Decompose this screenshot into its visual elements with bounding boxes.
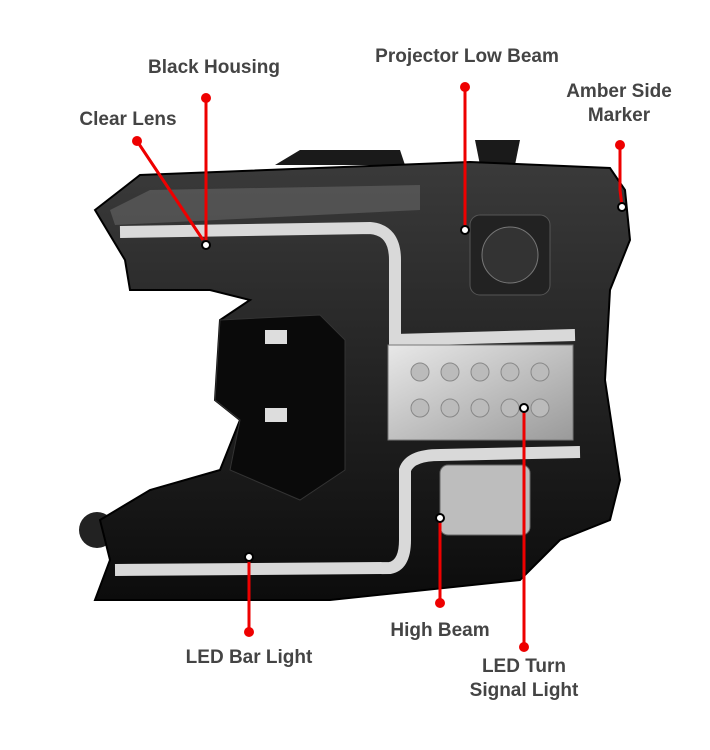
label-projector-low-beam: Projector Low Beam bbox=[375, 46, 559, 67]
led-turn-signal bbox=[387, 344, 574, 441]
label-amber-side-marker: Amber Side Marker bbox=[566, 80, 672, 128]
label-line: Signal Light bbox=[469, 680, 579, 701]
mount-tab bbox=[275, 150, 405, 165]
label-line: LED Turn bbox=[481, 656, 567, 677]
label-led-turn-signal-light: LED Turn Signal Light bbox=[470, 655, 579, 703]
label-line: Marker bbox=[587, 105, 651, 126]
label-high-beam: High Beam bbox=[390, 620, 490, 641]
callout-lines bbox=[135, 87, 624, 647]
led-bar bbox=[114, 446, 581, 576]
label-clear-lens: Clear Lens bbox=[79, 109, 177, 130]
label-line: Amber Side bbox=[566, 81, 672, 102]
led-bar bbox=[119, 221, 576, 347]
inner-bracket bbox=[214, 314, 346, 501]
mount-tab bbox=[475, 140, 520, 165]
label-black-housing: Black Housing bbox=[148, 57, 280, 78]
callout-start-dots bbox=[132, 82, 625, 652]
callout-target-dots bbox=[201, 202, 627, 562]
high-beam-reflector bbox=[439, 464, 531, 536]
label-led-bar-light: LED Bar Light bbox=[185, 647, 313, 668]
